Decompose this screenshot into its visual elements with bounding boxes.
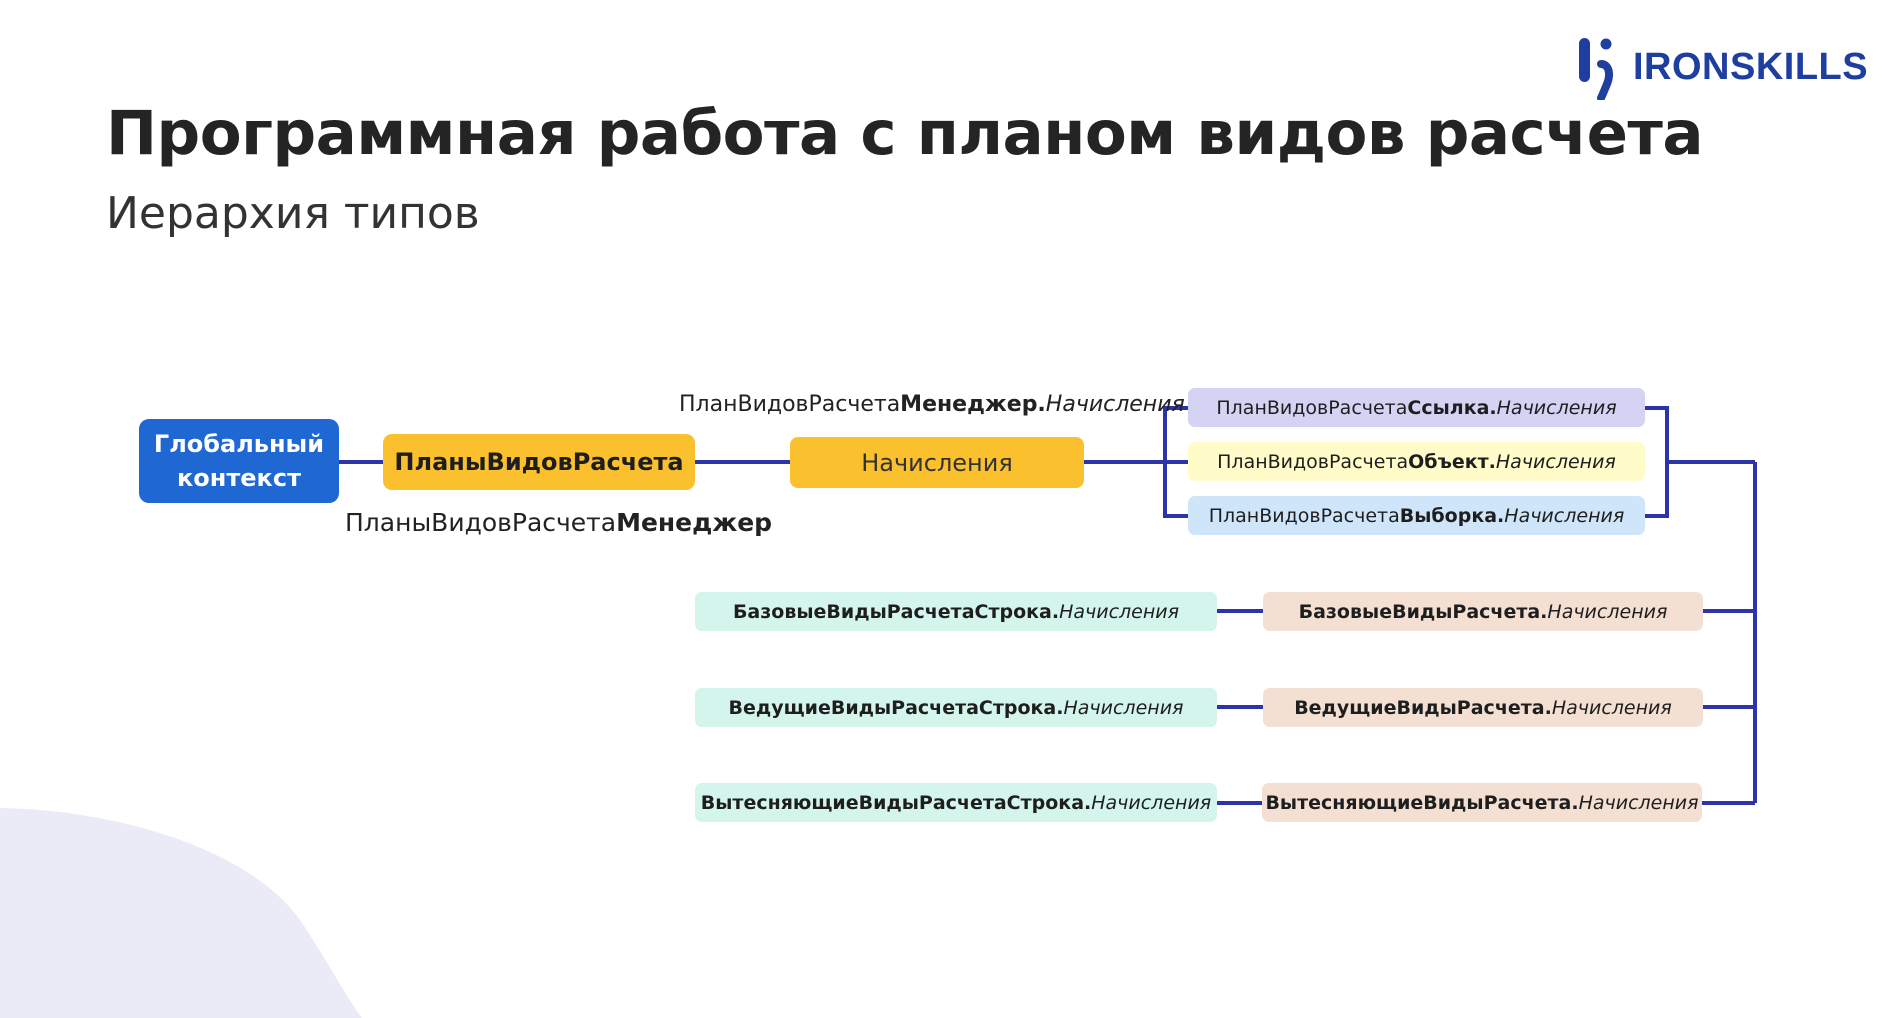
base-collection-type-node: БазовыеВидыРасчета.Начисления: [1263, 592, 1703, 631]
global-context-node: Глобальный контекст: [139, 419, 339, 503]
ironskills-logo: IRONSKILLS: [1573, 34, 1868, 100]
accruals-manager-node: Начисления: [790, 437, 1084, 488]
page-subtitle: Иерархия типов: [106, 188, 480, 239]
base-row-type-node: БазовыеВидыРасчетаСтрока.Начисления: [695, 592, 1217, 631]
page-title: Программная работа с планом видов расчет…: [106, 98, 1703, 169]
leading-row-type-node: ВедущиеВидыРасчетаСтрока.Начисления: [695, 688, 1217, 727]
bracket-right-object-types: [1645, 406, 1669, 518]
displacing-row-type-node: ВытесняющиеВидыРасчетаСтрока.Начисления: [695, 783, 1217, 822]
bracket-left-object-types: [1163, 406, 1188, 518]
plans-manager-type-label: ПланыВидовРасчетаМенеджер: [345, 508, 773, 537]
logo-text: IRONSKILLS: [1633, 45, 1869, 88]
background-blob: [0, 808, 362, 1018]
accruals-manager-type-label: ПланВидовРасчетаМенеджер.Начисления: [679, 392, 1185, 417]
plans-manager-node: ПланыВидовРасчета: [383, 434, 695, 490]
displacing-collection-type-node: ВытесняющиеВидыРасчета.Начисления: [1262, 783, 1702, 822]
ironskills-logo-icon: [1579, 38, 1613, 100]
leading-collection-type-node: ВедущиеВидыРасчета.Начисления: [1263, 688, 1703, 727]
